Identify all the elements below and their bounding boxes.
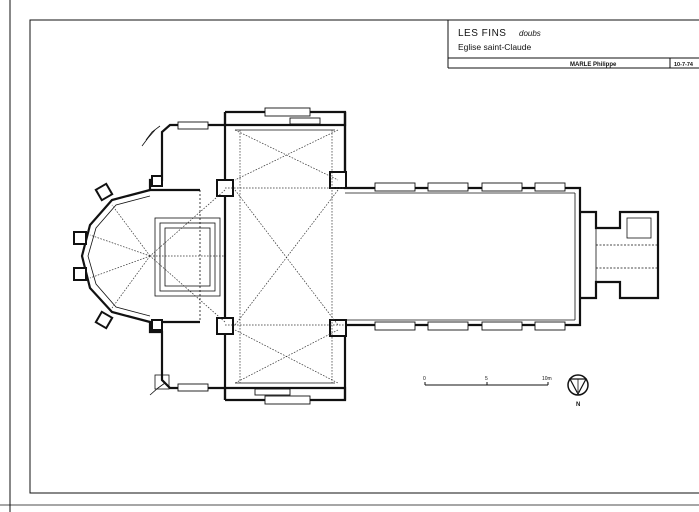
title-department: doubs — [519, 29, 541, 38]
apse-walls — [73, 125, 170, 396]
title-date: 10-7-74 — [674, 62, 694, 68]
north-label: N — [576, 402, 580, 408]
church-plan — [73, 107, 660, 405]
transept-walls — [223, 107, 347, 405]
title-author: MARLE Philippe — [570, 62, 617, 68]
title-town: LES FINS — [458, 28, 506, 39]
title-block: LES FINS doubs Eglise saint-Claude MARLE… — [447, 20, 699, 69]
choir-walls — [148, 121, 225, 392]
vault-ribs — [89, 129, 345, 384]
title-building: Eglise saint-Claude — [458, 42, 532, 52]
scale-label-0: 0 — [423, 376, 426, 382]
crossing-pillars — [151, 171, 347, 337]
altar-platform — [154, 217, 221, 297]
scale-label-10m: 10m — [542, 376, 552, 382]
scale-label-5: 5 — [485, 376, 488, 382]
north-arrow: N — [567, 374, 589, 408]
sheet-border — [29, 19, 699, 494]
nave-walls — [343, 112, 660, 333]
scale-bar: 0 5 10m — [423, 376, 552, 386]
